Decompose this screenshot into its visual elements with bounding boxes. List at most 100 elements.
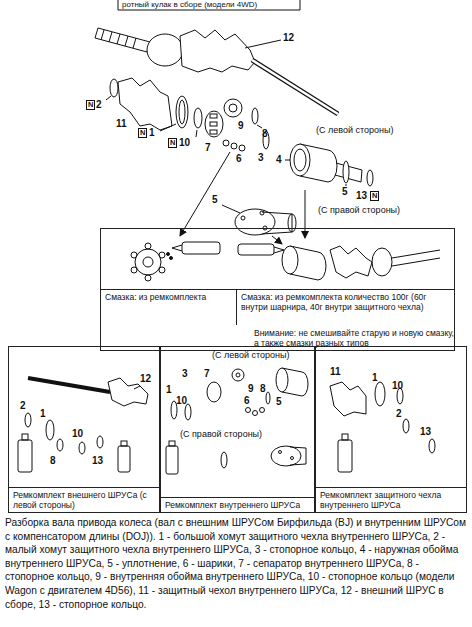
cage bbox=[205, 111, 223, 137]
kit-outer bbox=[79, 442, 85, 454]
cut-heading: ротный кулак в сборе (модели 4WD) bbox=[122, 1, 257, 10]
callout-number: 6 bbox=[244, 395, 250, 406]
kit-panel-text: Ремкомплект внешнего ШРУСа (с левой стор… bbox=[9, 487, 159, 512]
grease-right bbox=[238, 244, 274, 255]
grease-left bbox=[131, 252, 137, 258]
flange-housing bbox=[222, 205, 240, 213]
inner-race bbox=[224, 99, 242, 117]
seal bbox=[343, 161, 349, 183]
outer-joint bbox=[147, 34, 183, 66]
grease-left bbox=[131, 242, 220, 281]
callout-number: 5 bbox=[212, 194, 218, 205]
callout-number: 6 bbox=[236, 153, 242, 164]
grease-right bbox=[282, 246, 298, 274]
kit-inner bbox=[246, 408, 251, 413]
flange-housing bbox=[241, 216, 245, 220]
kit-panel: Ремкомплект защитного чехла внутреннего … bbox=[315, 346, 467, 513]
clamp-large bbox=[160, 124, 176, 131]
pointer-arrows bbox=[272, 236, 282, 244]
callout-number: 9 bbox=[238, 120, 244, 131]
balls bbox=[231, 143, 237, 149]
cage bbox=[210, 130, 217, 134]
kit-inner bbox=[291, 457, 294, 460]
callout-number: 11 bbox=[330, 366, 341, 377]
ring-10 bbox=[194, 108, 202, 128]
ring-8 bbox=[252, 108, 262, 128]
callout-number: 12 bbox=[140, 373, 151, 384]
grease-right bbox=[372, 248, 392, 276]
housing bbox=[294, 149, 306, 171]
callout-number: 8 bbox=[262, 128, 268, 139]
kit-boot bbox=[338, 440, 352, 472]
callout-number: 2 bbox=[20, 400, 26, 411]
seal bbox=[343, 161, 349, 186]
cage bbox=[210, 122, 217, 126]
side-note: (С левой стороны) bbox=[212, 351, 289, 361]
side-note: (С правой стороны) bbox=[318, 206, 400, 216]
clamp-large bbox=[176, 96, 188, 128]
grease-left bbox=[145, 275, 151, 281]
kit-inner bbox=[236, 373, 240, 377]
callout-number: 10 bbox=[179, 137, 190, 148]
kit-panel: Ремкомплект внутреннего ШРУСа bbox=[160, 346, 315, 513]
callout-number: 5 bbox=[276, 396, 282, 407]
grease-right bbox=[330, 246, 372, 278]
kit-boot bbox=[429, 439, 435, 453]
pointer-arrows bbox=[180, 152, 305, 244]
callout-number: 7 bbox=[205, 142, 211, 153]
table-cell: Смазка: из ремкомплекта bbox=[101, 289, 236, 325]
housing bbox=[285, 144, 362, 182]
grease-right bbox=[392, 250, 440, 266]
side-note: (С правой стороны) bbox=[180, 430, 262, 440]
kit-outer bbox=[97, 436, 103, 448]
kit-inner bbox=[169, 441, 175, 446]
kit-outer bbox=[18, 378, 148, 472]
mark-box: N bbox=[86, 100, 95, 110]
kit-outer bbox=[25, 413, 31, 427]
grease-right bbox=[238, 244, 440, 280]
outer-joint bbox=[180, 30, 255, 72]
callout-number: 2 bbox=[396, 408, 402, 419]
kit-inner bbox=[279, 451, 282, 454]
pointer-arrows bbox=[180, 152, 230, 236]
kit-outer bbox=[118, 446, 130, 472]
callout-number: 13 bbox=[420, 426, 431, 437]
grease-left bbox=[159, 252, 165, 258]
grease-right bbox=[274, 247, 284, 253]
cage bbox=[205, 111, 223, 137]
kit-boot bbox=[403, 419, 409, 433]
callout-number: 13 bbox=[92, 455, 103, 466]
flange-housing bbox=[222, 205, 296, 235]
outer-joint bbox=[95, 28, 150, 52]
mark-box: N bbox=[138, 128, 147, 138]
kit-outer bbox=[46, 420, 54, 440]
clamp-large bbox=[179, 100, 185, 124]
kit-boot bbox=[330, 382, 435, 472]
callout-number: 10 bbox=[392, 380, 403, 391]
clamp-large bbox=[160, 96, 188, 131]
kit-inner bbox=[266, 392, 270, 404]
kit-outer bbox=[28, 378, 110, 392]
cut-frame bbox=[118, 0, 300, 10]
kit-inner bbox=[253, 411, 258, 416]
kit-inner bbox=[185, 404, 191, 420]
housing bbox=[290, 144, 310, 176]
callout-number: 12 bbox=[283, 32, 294, 43]
kit-boot bbox=[342, 434, 348, 440]
housing bbox=[285, 160, 290, 161]
kit-inner bbox=[276, 368, 288, 392]
mark-box: N bbox=[168, 138, 177, 148]
grease-left bbox=[143, 257, 153, 267]
ring-8 bbox=[257, 125, 262, 128]
outer-joint bbox=[252, 60, 338, 114]
table-cell-text: Смазка: из ремкомплекта количество 100г … bbox=[237, 290, 454, 314]
kit-inner bbox=[271, 446, 301, 466]
balls bbox=[239, 145, 245, 151]
callout-number: 13 bbox=[356, 190, 367, 201]
callout-number: 5 bbox=[342, 186, 348, 197]
ring-13 bbox=[367, 170, 373, 186]
outer-joint bbox=[245, 40, 281, 48]
kit-panel: Ремкомплект внешнего ШРУСа (с левой стор… bbox=[8, 346, 160, 513]
ring-8 bbox=[252, 108, 258, 124]
